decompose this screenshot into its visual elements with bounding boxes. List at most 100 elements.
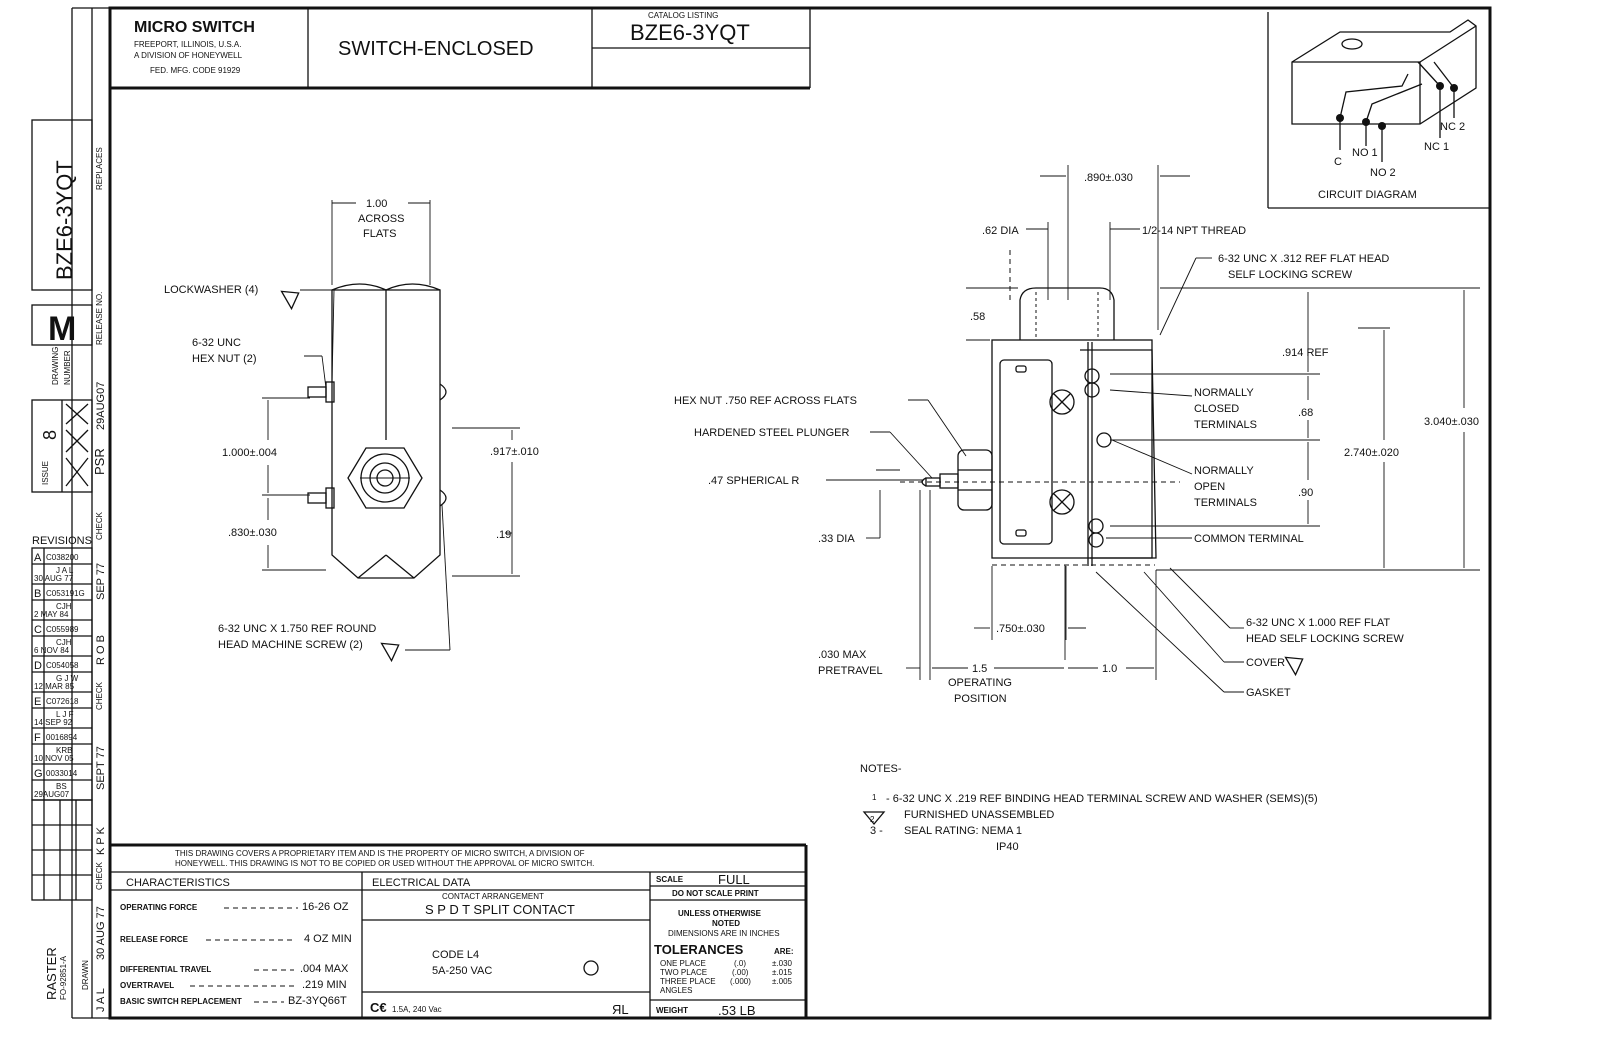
revision-code: C053191G [46,589,85,598]
strip-part-number: BZE6-3YQT [52,160,77,280]
nc-terms-2: CLOSED [1194,403,1239,415]
round-screw-label-1: 6-32 UNC X 1.750 REF ROUND [218,623,376,635]
dia-33: .33 DIA [818,533,855,545]
revision-letter: G [34,768,43,780]
two-tol: ±.015 [772,968,793,977]
check-label: CHECK [95,511,104,540]
company-division: A DIVISION OF HONEYWELL [134,51,243,60]
scale-label: SCALE [656,875,684,884]
round-screw-label-2: HEAD MACHINE SCREW (2) [218,639,363,651]
circuit-no1: NO 1 [1352,147,1378,159]
note-2-triangle-icon [1284,656,1304,677]
characteristics-title: CHARACTERISTICS [126,877,230,889]
revision-code: C038200 [46,553,79,562]
common-terminal: COMMON TERMINAL [1194,533,1304,545]
proprietary-2: HONEYWELL. THIS DRAWING IS NOT TO BE COP… [175,859,594,868]
dim-830: .830±.030 [228,527,277,539]
drawing-border [108,6,1492,1020]
no-terms-2: OPEN [1194,481,1225,493]
strip-sept77: SEPT 77 [95,746,107,790]
note-3-ip: IP40 [996,841,1019,853]
angles: ANGLES [660,986,692,995]
gasket-label: GASKET [1246,687,1291,699]
revision-date: 29AUG07 [34,790,70,799]
dim-68: .68 [1298,407,1313,419]
note-2: FURNISHED UNASSEMBLED [904,809,1054,821]
rating-value: 5A-250 VAC [432,965,492,977]
note-2-triangle-icon [380,642,400,663]
dim-across-flats: 1.00 [366,198,387,210]
switch-housing [991,339,1153,559]
dim-750: .750±.030 [996,623,1045,635]
number-label: NUMBER [63,350,72,385]
note-3: SEAL RATING: NEMA 1 [904,825,1022,837]
flat-screw-label-1: 6-32 UNC X .312 REF FLAT HEAD [1218,253,1389,265]
over-label: OVERTRAVEL [120,981,174,990]
revision-letter: C [34,624,42,636]
revision-by: J A L [56,566,74,575]
circuit-diagram: C NO 1 NO 2 NC 1 NC 2 CIRCUIT DIAGRAM [1267,12,1490,209]
hex-nut-label-2: HEX NUT (2) [192,353,257,365]
revision-letter: A [34,552,42,564]
strip-date: 29AUG07 [95,382,107,430]
nc-terms-3: TERMINALS [1194,419,1257,431]
dim-914: .914 REF [1282,347,1329,359]
basic-label: BASIC SWITCH REPLACEMENT [120,997,242,1006]
release-no-label: RELEASE NO. [95,292,104,345]
revision-code: 0033014 [46,769,78,778]
revision-letter: D [34,660,42,672]
note-2-triangle-icon [280,290,300,311]
three-tol: ±.005 [772,977,793,986]
replaces-label: REPLACES [95,147,104,190]
note-2-number: 2 [870,815,875,824]
weight-label: WEIGHT [656,1006,688,1015]
over-value: .219 MIN [302,979,347,991]
revision-date: 10 NOV 05 [34,754,74,763]
revision-by: L J F [56,710,74,719]
cover-label: COVER [1246,657,1285,669]
circuit-no2: NO 2 [1370,167,1396,179]
catalog-label: CATALOG LISTING [648,11,718,20]
long-screw-2: HEAD SELF LOCKING SCREW [1246,633,1404,645]
revision-by: KRB [56,746,72,755]
weight-value: .53 LB [718,1003,756,1018]
side-view: .890±.030 .62 DIA 1/2-14 NPT THREAD 6-32… [674,165,1480,705]
note-3-number: 3 - [870,825,883,837]
ce-mark-icon: C€ [370,1000,387,1015]
one-place: ONE PLACE [660,959,706,968]
circuit-c: C [1334,156,1342,168]
title-block: MICRO SWITCH FREEPORT, ILLINOIS, U.S.A. … [110,8,811,90]
dim-890: .890±.030 [1084,172,1133,184]
csa-mark-icon [583,960,599,976]
one-val: (.0) [734,959,746,968]
no-scale: DO NOT SCALE PRINT [672,889,759,898]
note-2-triangle-icon [862,811,886,826]
strip-jal: J A L [95,988,107,1012]
notes: NOTES- 1 - 6-32 UNC X .219 REF BINDING H… [860,763,1318,853]
ce-rating: 1.5A, 240 Vac [392,1005,442,1014]
dim-1000: 1.000±.004 [222,447,277,459]
diff-label: DIFFERENTIAL TRAVEL [120,965,211,974]
strip-psr: PSR [92,448,107,475]
revision-code: C072618 [46,697,79,706]
note-1: - 6-32 UNC X .219 REF BINDING HEAD TERMI… [886,793,1318,805]
spherical-label: .47 SPHERICAL R [708,475,799,487]
dim-19: .19 [496,529,511,541]
notes-title: NOTES- [860,763,902,775]
contact-value: S P D T SPLIT CONTACT [425,902,575,917]
company-address: FREEPORT, ILLINOIS, U.S.A. [134,40,241,49]
dim-15: 1.5 [972,663,987,675]
revision-date: 30 AUG 77 [34,574,74,583]
rel-force-label: RELEASE FORCE [120,935,189,944]
op-pos-2: POSITION [954,693,1007,705]
front-view: 1.00 ACROSS FLATS LOCKWASHER (4) 6-32 UN… [164,198,539,663]
across-label: ACROSS [358,213,404,225]
one-tol: ±.030 [772,959,793,968]
hex-nut-label-1: 6-32 UNC [192,337,241,349]
revision-date: 12 MAR 85 [34,682,75,691]
revision-date: 2 MAY 84 [34,610,69,619]
op-pos-1: OPERATING [948,677,1012,689]
revision-letter: F [34,732,41,744]
diff-value: .004 MAX [300,963,349,975]
